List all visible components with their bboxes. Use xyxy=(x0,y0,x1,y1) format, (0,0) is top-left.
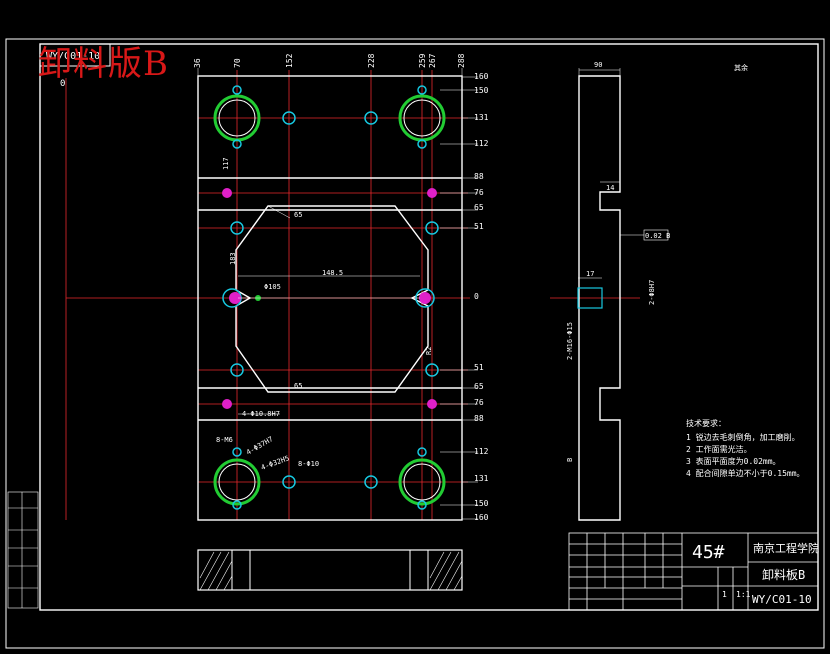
svg-text:B: B xyxy=(566,458,574,462)
svg-text:65: 65 xyxy=(294,211,302,219)
svg-text:4 配合间隙单边不小于0.15mm。: 4 配合间隙单边不小于0.15mm。 xyxy=(686,468,805,478)
code-bottom-text: WY/C01-10 xyxy=(752,593,812,606)
svg-text:76: 76 xyxy=(474,398,484,407)
inner-border xyxy=(39,43,819,611)
material-text: 45# xyxy=(692,542,725,563)
watermark-title: 卸料版B xyxy=(38,44,169,84)
school-text: 南京工程学院 xyxy=(753,541,819,555)
svg-text:117: 117 xyxy=(222,157,230,170)
scale-text: 1:1 xyxy=(736,590,751,599)
svg-text:76: 76 xyxy=(474,188,484,197)
svg-text:70: 70 xyxy=(233,58,242,68)
svg-text:4-Φ32H5: 4-Φ32H5 xyxy=(260,454,290,472)
svg-text:160: 160 xyxy=(474,72,489,81)
top-dimension-labels: 36 70 152 228 259 267 288 xyxy=(193,53,466,68)
technical-notes: 技术要求： 1 锐边去毛刺倒角，加工磨削。 2 工作面需光洁。 3 表面平面度为… xyxy=(686,418,805,478)
svg-text:88: 88 xyxy=(474,414,484,423)
svg-text:17: 17 xyxy=(586,270,594,278)
interior-labels: 117 65 65 148.5 Φ105 183 R2 4-Φ10.8H7 8-… xyxy=(216,157,433,472)
svg-text:36: 36 xyxy=(193,58,202,68)
svg-text:228: 228 xyxy=(367,53,376,68)
main-plate xyxy=(197,75,463,521)
svg-text:技术要求：: 技术要求： xyxy=(686,418,726,428)
svg-text:2 工作面需光洁。: 2 工作面需光洁。 xyxy=(686,444,752,454)
svg-text:131: 131 xyxy=(474,113,489,122)
right-dimension-labels: 160 150 131 112 88 76 65 51 0 51 65 76 8… xyxy=(474,72,489,522)
part-name-text: 卸料板B xyxy=(762,567,805,582)
svg-text:152: 152 xyxy=(285,53,294,68)
interior-leader-lines xyxy=(238,205,420,415)
svg-text:2-M16-Φ15: 2-M16-Φ15 xyxy=(566,322,574,360)
svg-text:4-Φ37H7: 4-Φ37H7 xyxy=(245,435,275,457)
qty-text: 1 xyxy=(722,590,727,599)
gdt-frame xyxy=(643,229,669,241)
svg-text:267: 267 xyxy=(428,53,437,68)
svg-text:0.02 B: 0.02 B xyxy=(645,232,670,240)
svg-text:其余: 其余 xyxy=(734,63,748,72)
title-block xyxy=(568,532,819,611)
side-view xyxy=(577,68,644,521)
center-lines xyxy=(65,70,640,520)
svg-text:112: 112 xyxy=(474,139,489,148)
svg-text:160: 160 xyxy=(474,513,489,522)
svg-text:259: 259 xyxy=(418,53,427,68)
svg-text:8-Φ10: 8-Φ10 xyxy=(298,460,319,468)
outer-border xyxy=(5,38,825,649)
right-extension-lines xyxy=(197,68,478,520)
axis-zero-label: 0 xyxy=(60,79,65,89)
svg-text:288: 288 xyxy=(457,53,466,68)
svg-text:51: 51 xyxy=(474,363,484,372)
svg-text:R2: R2 xyxy=(425,347,433,355)
svg-text:Φ105: Φ105 xyxy=(264,283,281,291)
svg-text:150: 150 xyxy=(474,86,489,95)
section-view xyxy=(197,549,463,591)
code-top-text: WY/C01-10 xyxy=(46,51,100,62)
svg-text:131: 131 xyxy=(474,474,489,483)
guide-holes xyxy=(213,94,446,506)
svg-text:65: 65 xyxy=(474,203,484,212)
svg-text:8-M6: 8-M6 xyxy=(216,436,233,444)
svg-text:88: 88 xyxy=(474,172,484,181)
pin-holes xyxy=(222,188,437,409)
svg-text:183: 183 xyxy=(229,252,237,265)
svg-text:3 表面平面度为0.02mm。: 3 表面平面度为0.02mm。 xyxy=(686,456,781,466)
svg-text:112: 112 xyxy=(474,447,489,456)
svg-text:148.5: 148.5 xyxy=(322,269,343,277)
svg-text:65: 65 xyxy=(294,382,302,390)
svg-text:65: 65 xyxy=(474,382,484,391)
side-view-labels: 90 14 17 0.02 B 2-Φ8H7 2-M16-Φ15 其余 B xyxy=(566,61,748,462)
left-stamp-table xyxy=(7,491,39,609)
svg-text:1 锐边去毛刺倒角，加工磨削。: 1 锐边去毛刺倒角，加工磨削。 xyxy=(686,432,800,442)
screw-holes xyxy=(222,85,439,510)
svg-text:14: 14 xyxy=(606,184,614,192)
svg-text:2-Φ8H7: 2-Φ8H7 xyxy=(648,280,656,305)
code-box xyxy=(39,43,111,67)
svg-text:0: 0 xyxy=(474,292,479,301)
svg-text:51: 51 xyxy=(474,222,484,231)
svg-text:90: 90 xyxy=(594,61,602,69)
svg-text:150: 150 xyxy=(474,499,489,508)
